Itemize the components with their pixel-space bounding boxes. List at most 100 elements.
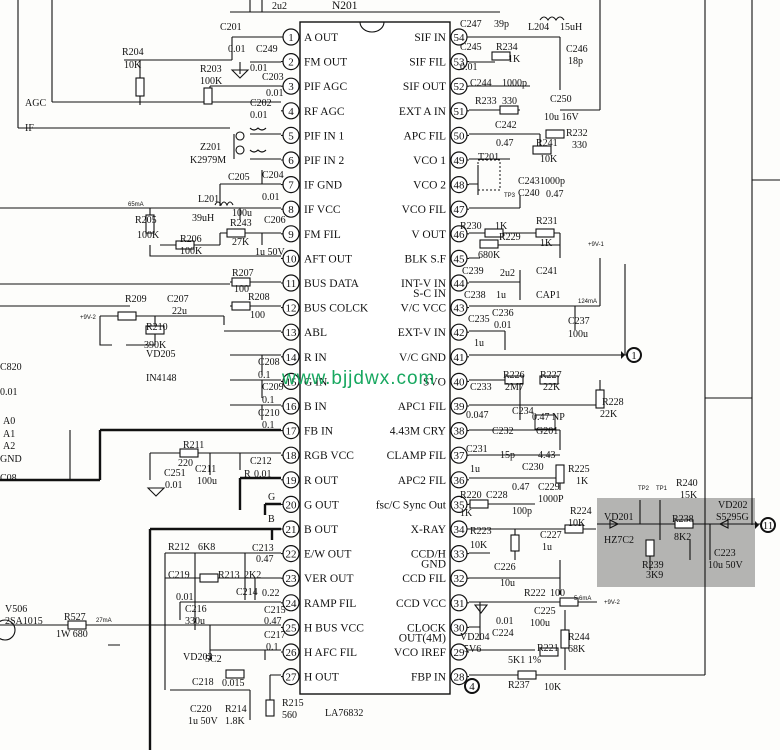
label-r206: R206 <box>180 234 202 245</box>
label-r207: R207 <box>232 268 254 279</box>
pin-circle-23 <box>282 569 300 587</box>
pin-number-7: 7 <box>288 180 294 192</box>
label-c216v: 330u <box>185 616 205 627</box>
label-r208v: 100 <box>250 310 265 321</box>
label-c201v: 0.01 <box>228 44 246 55</box>
pin-number-29: 29 <box>454 647 466 659</box>
pin-number-23: 23 <box>286 573 298 585</box>
label-c246v: 18p <box>568 56 583 67</box>
pin-label-6: PIF IN 2 <box>304 155 345 167</box>
pin-label-5: PIF IN 1 <box>304 130 345 142</box>
label-r240v: 15K <box>680 490 698 501</box>
pin-number-41: 41 <box>454 352 465 364</box>
label-sc2: 5C2 <box>205 654 222 665</box>
pin-circle-38 <box>450 422 468 440</box>
pin-circle-8 <box>282 200 300 218</box>
label-c208: C208 <box>258 357 280 368</box>
label-c215: C215 <box>264 605 286 616</box>
pin-label-7: IF GND <box>304 180 342 192</box>
pin-circle-49 <box>450 151 468 169</box>
label-r221: R221 <box>537 643 559 654</box>
pin-number-3: 3 <box>288 81 294 93</box>
pin-label-22: E/W OUT <box>304 549 351 561</box>
pin-label-37: CLAMP FIL <box>387 450 446 462</box>
label-b: B <box>268 514 275 525</box>
label-r204: R204 <box>122 47 144 58</box>
label-c218: C218 <box>192 677 214 688</box>
pin-number-35: 35 <box>454 499 466 511</box>
pin-number-32: 32 <box>454 573 465 585</box>
pin-label-34: X-RAY <box>411 524 447 536</box>
pin-number-12: 12 <box>286 303 297 315</box>
label-tp2: TP2 <box>638 486 650 492</box>
label-c226v: 10u <box>500 578 515 589</box>
pin-circle-50 <box>450 126 468 144</box>
label-c239: C239 <box>462 266 484 277</box>
label-r212v: 6K8 <box>198 542 215 553</box>
label-c224: C224 <box>492 628 514 639</box>
label-l204v: 15uH <box>560 22 582 33</box>
label-c244v: 1000p <box>502 78 527 89</box>
pin-number-18: 18 <box>286 450 298 462</box>
label-r226: R226 <box>503 370 525 381</box>
label-t201: T201 <box>478 152 499 163</box>
pin-label-39: APC1 FIL <box>398 401 446 413</box>
label-c205: C205 <box>228 172 250 183</box>
label-c242: C242 <box>495 120 517 131</box>
pin-number-45: 45 <box>454 253 466 265</box>
label-r230: R230 <box>460 221 482 232</box>
pin-number-22: 22 <box>286 549 297 561</box>
label-a0: A0 <box>3 416 15 427</box>
pin-label-48: VCO 2 <box>413 180 446 192</box>
ic-notch <box>359 21 385 33</box>
pin-number-31: 31 <box>454 598 465 610</box>
pin-circle-3 <box>282 77 300 95</box>
pin-circle-2 <box>282 52 300 71</box>
label-ma65: 65mA <box>128 202 144 208</box>
pin-circle-24 <box>282 594 300 612</box>
pin-sublabel-p44: S-C IN <box>413 288 447 300</box>
label-c211v: 100u <box>197 476 217 487</box>
label-r215v: 560 <box>282 710 297 721</box>
label-r203: R203 <box>200 64 222 75</box>
pin-label-33: CCD/H <box>411 549 446 561</box>
pin-label-41: V/C GND <box>399 352 446 364</box>
label-c241v: CAP1 <box>536 290 560 301</box>
label-r228: R228 <box>602 397 624 408</box>
label-c234: C234 <box>512 406 534 417</box>
pin-label-46: V OUT <box>411 229 446 241</box>
pin-circle-7 <box>282 176 300 194</box>
label-r205: R205 <box>135 215 157 226</box>
label-c211: C211 <box>195 464 216 475</box>
label-g201v: 4.43 <box>538 450 556 461</box>
pin-number-4: 4 <box>288 106 294 118</box>
pin-label-27: H OUT <box>304 672 339 684</box>
pin-number-40: 40 <box>454 376 466 388</box>
label-c210v: 0.1 <box>262 420 275 431</box>
label-vd203: VD203 <box>183 652 212 663</box>
pin-label-49: VCO 1 <box>413 155 446 167</box>
label-vd204: VD204 <box>460 632 489 643</box>
label-c231: C231 <box>466 444 488 455</box>
label-c213v: 0.47 <box>256 554 274 565</box>
label-c214v: 0.22 <box>262 588 280 599</box>
label-c239v: 2u2 <box>500 268 515 279</box>
label-r244v: 68K <box>568 644 586 655</box>
label-r234: R234 <box>496 42 518 53</box>
label-c204v: 0.01 <box>262 192 280 203</box>
label-r243v: 27K <box>232 237 250 248</box>
label-r229: R229 <box>499 232 521 243</box>
label-agc: AGC <box>25 98 46 109</box>
pin-label-43: V/C VCC <box>401 303 447 315</box>
pin-label-8: IF VCC <box>304 204 341 216</box>
pin-label-20: G OUT <box>304 499 339 511</box>
pin-number-33: 33 <box>454 549 466 561</box>
label-c229: C229 <box>538 482 560 493</box>
label-c230: C230 <box>522 462 544 473</box>
connector-con11: 11 <box>763 520 774 532</box>
pin-number-30: 30 <box>454 622 466 634</box>
label-c217v: 0.1 <box>266 642 279 653</box>
label-c249v: 0.01 <box>250 63 268 74</box>
pin-number-11: 11 <box>286 278 297 290</box>
